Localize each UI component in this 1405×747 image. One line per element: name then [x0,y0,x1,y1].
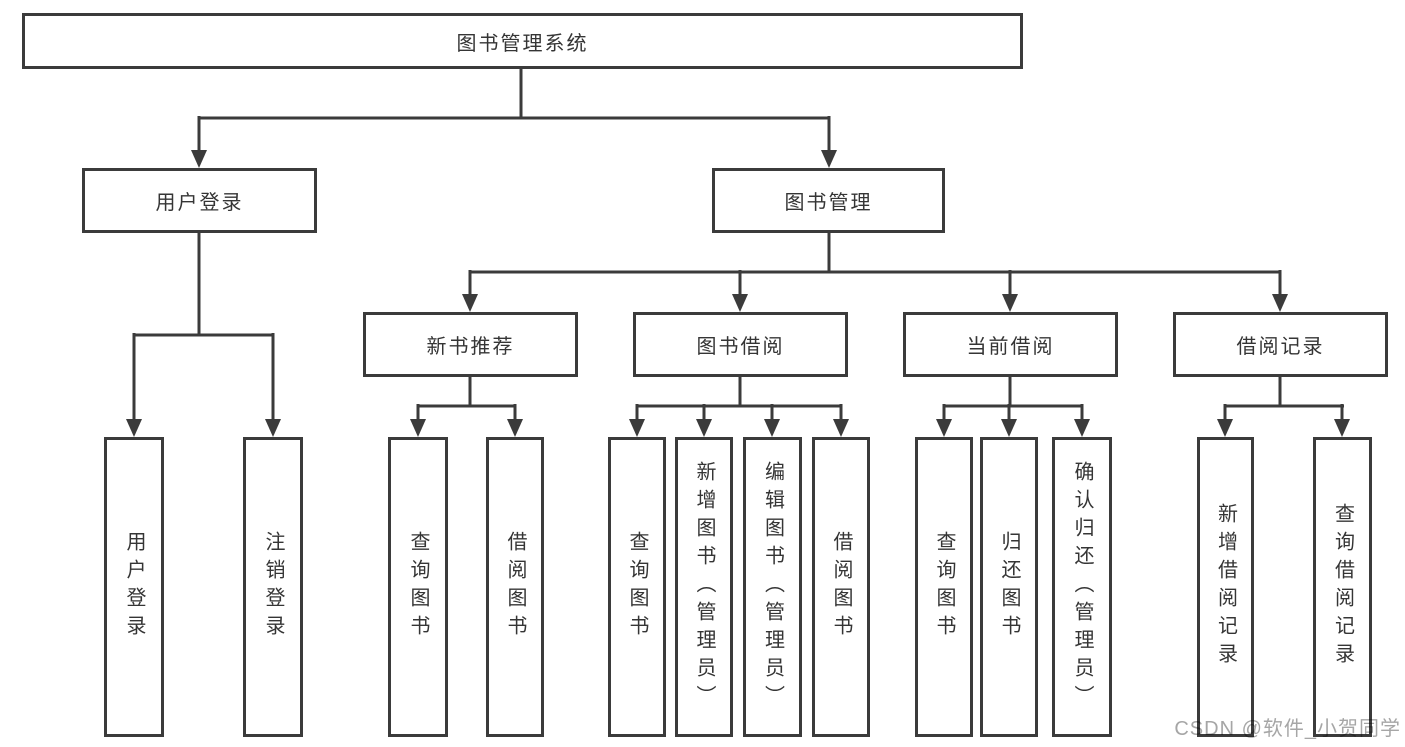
node-label: 图书管理系统 [456,32,589,55]
leaf-return-book: 归还图书 [980,437,1038,737]
node-label: 用户登录 [155,192,244,214]
leaf-logout: 注销登录 [243,437,303,737]
leaf-label: 查询图书 [626,531,648,643]
node-book-borrow: 图书借阅 [633,312,848,377]
leaf-label: 新增图书（管理员） [693,461,715,713]
leaf-borrow-books: 借阅图书 [812,437,870,737]
node-new-book-recommend: 新书推荐 [363,312,578,377]
leaf-label: 查询借阅记录 [1331,503,1354,671]
leaf-label: 新增借阅记录 [1214,503,1237,671]
node-user-login: 用户登录 [82,168,317,233]
node-label: 借阅记录 [1236,336,1325,358]
node-label: 当前借阅 [966,336,1055,358]
leaf-add-book-admin: 新增图书（管理员） [675,437,733,737]
csdn-watermark: CSDN @软件_小贺同学 [1174,718,1401,740]
leaf-query-books-recommend: 查询图书 [388,437,448,737]
leaf-edit-book-admin: 编辑图书（管理员） [743,437,802,737]
leaf-label: 查询图书 [407,531,429,643]
leaf-label: 编辑图书（管理员） [761,461,784,713]
leaf-label: 归还图书 [998,531,1020,643]
leaf-label: 用户登录 [123,531,145,643]
leaf-label: 查询图书 [933,531,955,643]
node-label: 图书管理 [784,192,873,214]
node-borrow-records: 借阅记录 [1173,312,1388,377]
leaf-label: 借阅图书 [504,531,526,643]
leaf-query-books-borrow: 查询图书 [608,437,666,737]
node-label: 图书借阅 [696,336,785,358]
leaf-confirm-return-admin: 确认归还（管理员） [1052,437,1112,737]
leaf-label: 注销登录 [262,531,284,643]
leaf-query-books-current: 查询图书 [915,437,973,737]
leaf-add-borrow-record: 新增借阅记录 [1197,437,1254,737]
leaf-label: 确认归还（管理员） [1071,461,1093,713]
node-label: 新书推荐 [426,336,515,358]
leaf-query-borrow-record: 查询借阅记录 [1313,437,1372,737]
leaf-borrow-books-recommend: 借阅图书 [486,437,544,737]
node-current-borrow: 当前借阅 [903,312,1118,377]
node-book-management: 图书管理 [712,168,945,233]
leaf-user-login: 用户登录 [104,437,164,737]
leaf-label: 借阅图书 [830,531,852,643]
node-library-management-system: 图书管理系统 [22,13,1023,69]
